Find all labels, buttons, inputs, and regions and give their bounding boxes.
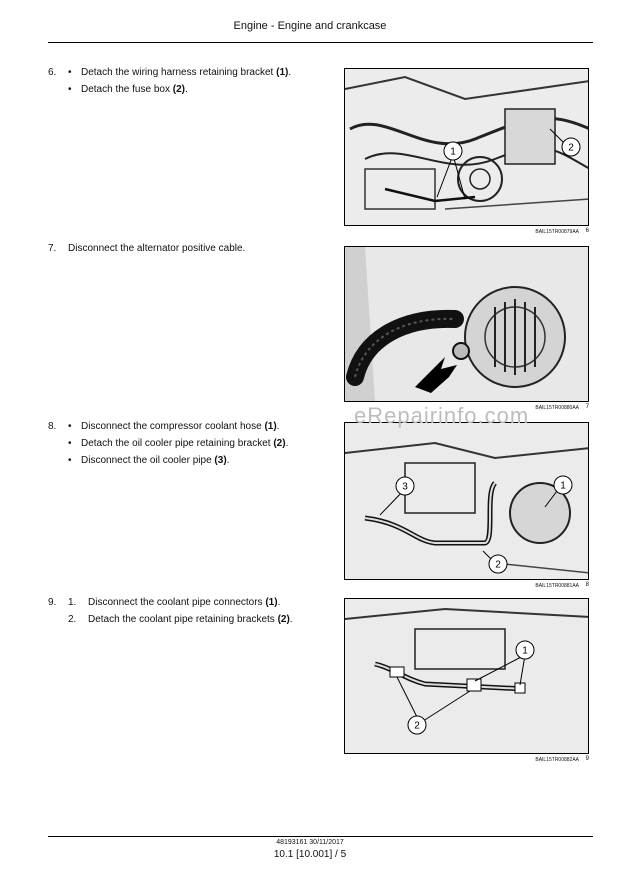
bullet: • (68, 67, 72, 78)
figure-8: 3 1 2 BAIL15TR00881AA 8 (344, 422, 589, 592)
callout-label: 1 (450, 147, 456, 158)
callout-label: 2 (568, 143, 574, 154)
bullet: • (68, 84, 72, 95)
step-number: 8. (48, 421, 57, 432)
step-6: 6. • Detach the wiring harness retaining b… (48, 64, 291, 98)
figure-number: 6 (585, 228, 589, 234)
step-8: 8. • Disconnect the compressor coolant hos… (48, 418, 288, 469)
sub-number: 1. (68, 597, 77, 608)
callout-circle (488, 554, 508, 574)
figure-code: BAIL15TR00880AA (535, 405, 579, 411)
arrow-icon (415, 357, 457, 393)
instruction-text: Detach the fuse box (2). (81, 84, 188, 95)
callout-label: 3 (402, 482, 408, 493)
figure-caption: BAIL15TR00881AA 8 (344, 580, 589, 592)
callout-label: 2 (495, 560, 501, 571)
coolant-pipe-illustration: 1 2 (345, 599, 588, 753)
oil-cooler-photo: 3 1 2 (344, 422, 589, 580)
alternator-illustration (345, 247, 588, 401)
instruction-text: Disconnect the compressor coolant hose (… (81, 421, 280, 432)
instruction-text: Detach the wiring harness retaining brac… (81, 67, 292, 78)
sub-number: 2. (68, 614, 77, 625)
figure-caption: BAIL15TR00882AA 9 (344, 754, 589, 766)
engine-photo: 1 2 (344, 68, 589, 226)
step-number: 7. (48, 243, 57, 254)
figure-code: BAIL15TR00881AA (535, 583, 579, 589)
engine-illustration: 1 2 (345, 69, 588, 225)
instruction-text: Disconnect the coolant pipe connectors (… (88, 597, 281, 608)
callout-circle (395, 476, 415, 496)
footer-doc-id: 48193161 30/11/2017 (276, 839, 344, 846)
step-7: 7. Disconnect the alternator positive cab… (48, 240, 245, 257)
figure-number: 9 (585, 756, 589, 762)
figure-caption: BAIL15TR00879AA 6 (344, 226, 589, 238)
callout-circle (515, 640, 535, 660)
callout-circle (561, 137, 581, 157)
bullet: • (68, 438, 72, 449)
figure-code: BAIL15TR00879AA (535, 229, 579, 235)
footer-rule (48, 836, 593, 837)
figure-7: BAIL15TR00880AA 7 (344, 246, 589, 414)
figure-number: 7 (585, 404, 589, 410)
header-rule (48, 42, 593, 43)
bullet: • (68, 455, 72, 466)
instruction-text: Detach the oil cooler pipe retaining bra… (81, 438, 289, 449)
callout-label: 1 (522, 646, 528, 657)
step-9: 9. 1. Disconnect the coolant pipe connecto… (48, 594, 293, 628)
callout-circle (407, 715, 427, 735)
instruction-text: Disconnect the oil cooler pipe (3). (81, 455, 230, 466)
bullet: • (68, 421, 72, 432)
watermark: eRepairinfo.com (354, 403, 530, 428)
alternator-photo (344, 246, 589, 402)
footer-page-number: 10.1 [10.001] / 5 (273, 849, 347, 860)
step-number: 9. (48, 597, 57, 608)
oil-cooler-illustration: 3 1 2 (345, 423, 588, 579)
figure-9: 1 2 BAIL15TR00882AA 9 (344, 598, 589, 766)
callout-label: 1 (560, 481, 566, 492)
figure-number: 8 (585, 582, 589, 588)
instruction-text: Detach the coolant pipe retaining bracke… (88, 614, 293, 625)
callout-label: 2 (414, 721, 420, 732)
instruction-text: Disconnect the alternator positive cable… (68, 243, 246, 254)
callout-circle (553, 475, 573, 495)
figure-code: BAIL15TR00882AA (535, 757, 579, 763)
page-header-title: Engine - Engine and crankcase (233, 20, 387, 32)
figure-caption: BAIL15TR00880AA 7 (344, 402, 589, 414)
callout-circle (443, 141, 463, 161)
coolant-pipe-photo: 1 2 (344, 598, 589, 754)
figure-6: 1 2 BAIL15TR00879AA 6 (344, 68, 589, 238)
step-number: 6. (48, 67, 57, 78)
